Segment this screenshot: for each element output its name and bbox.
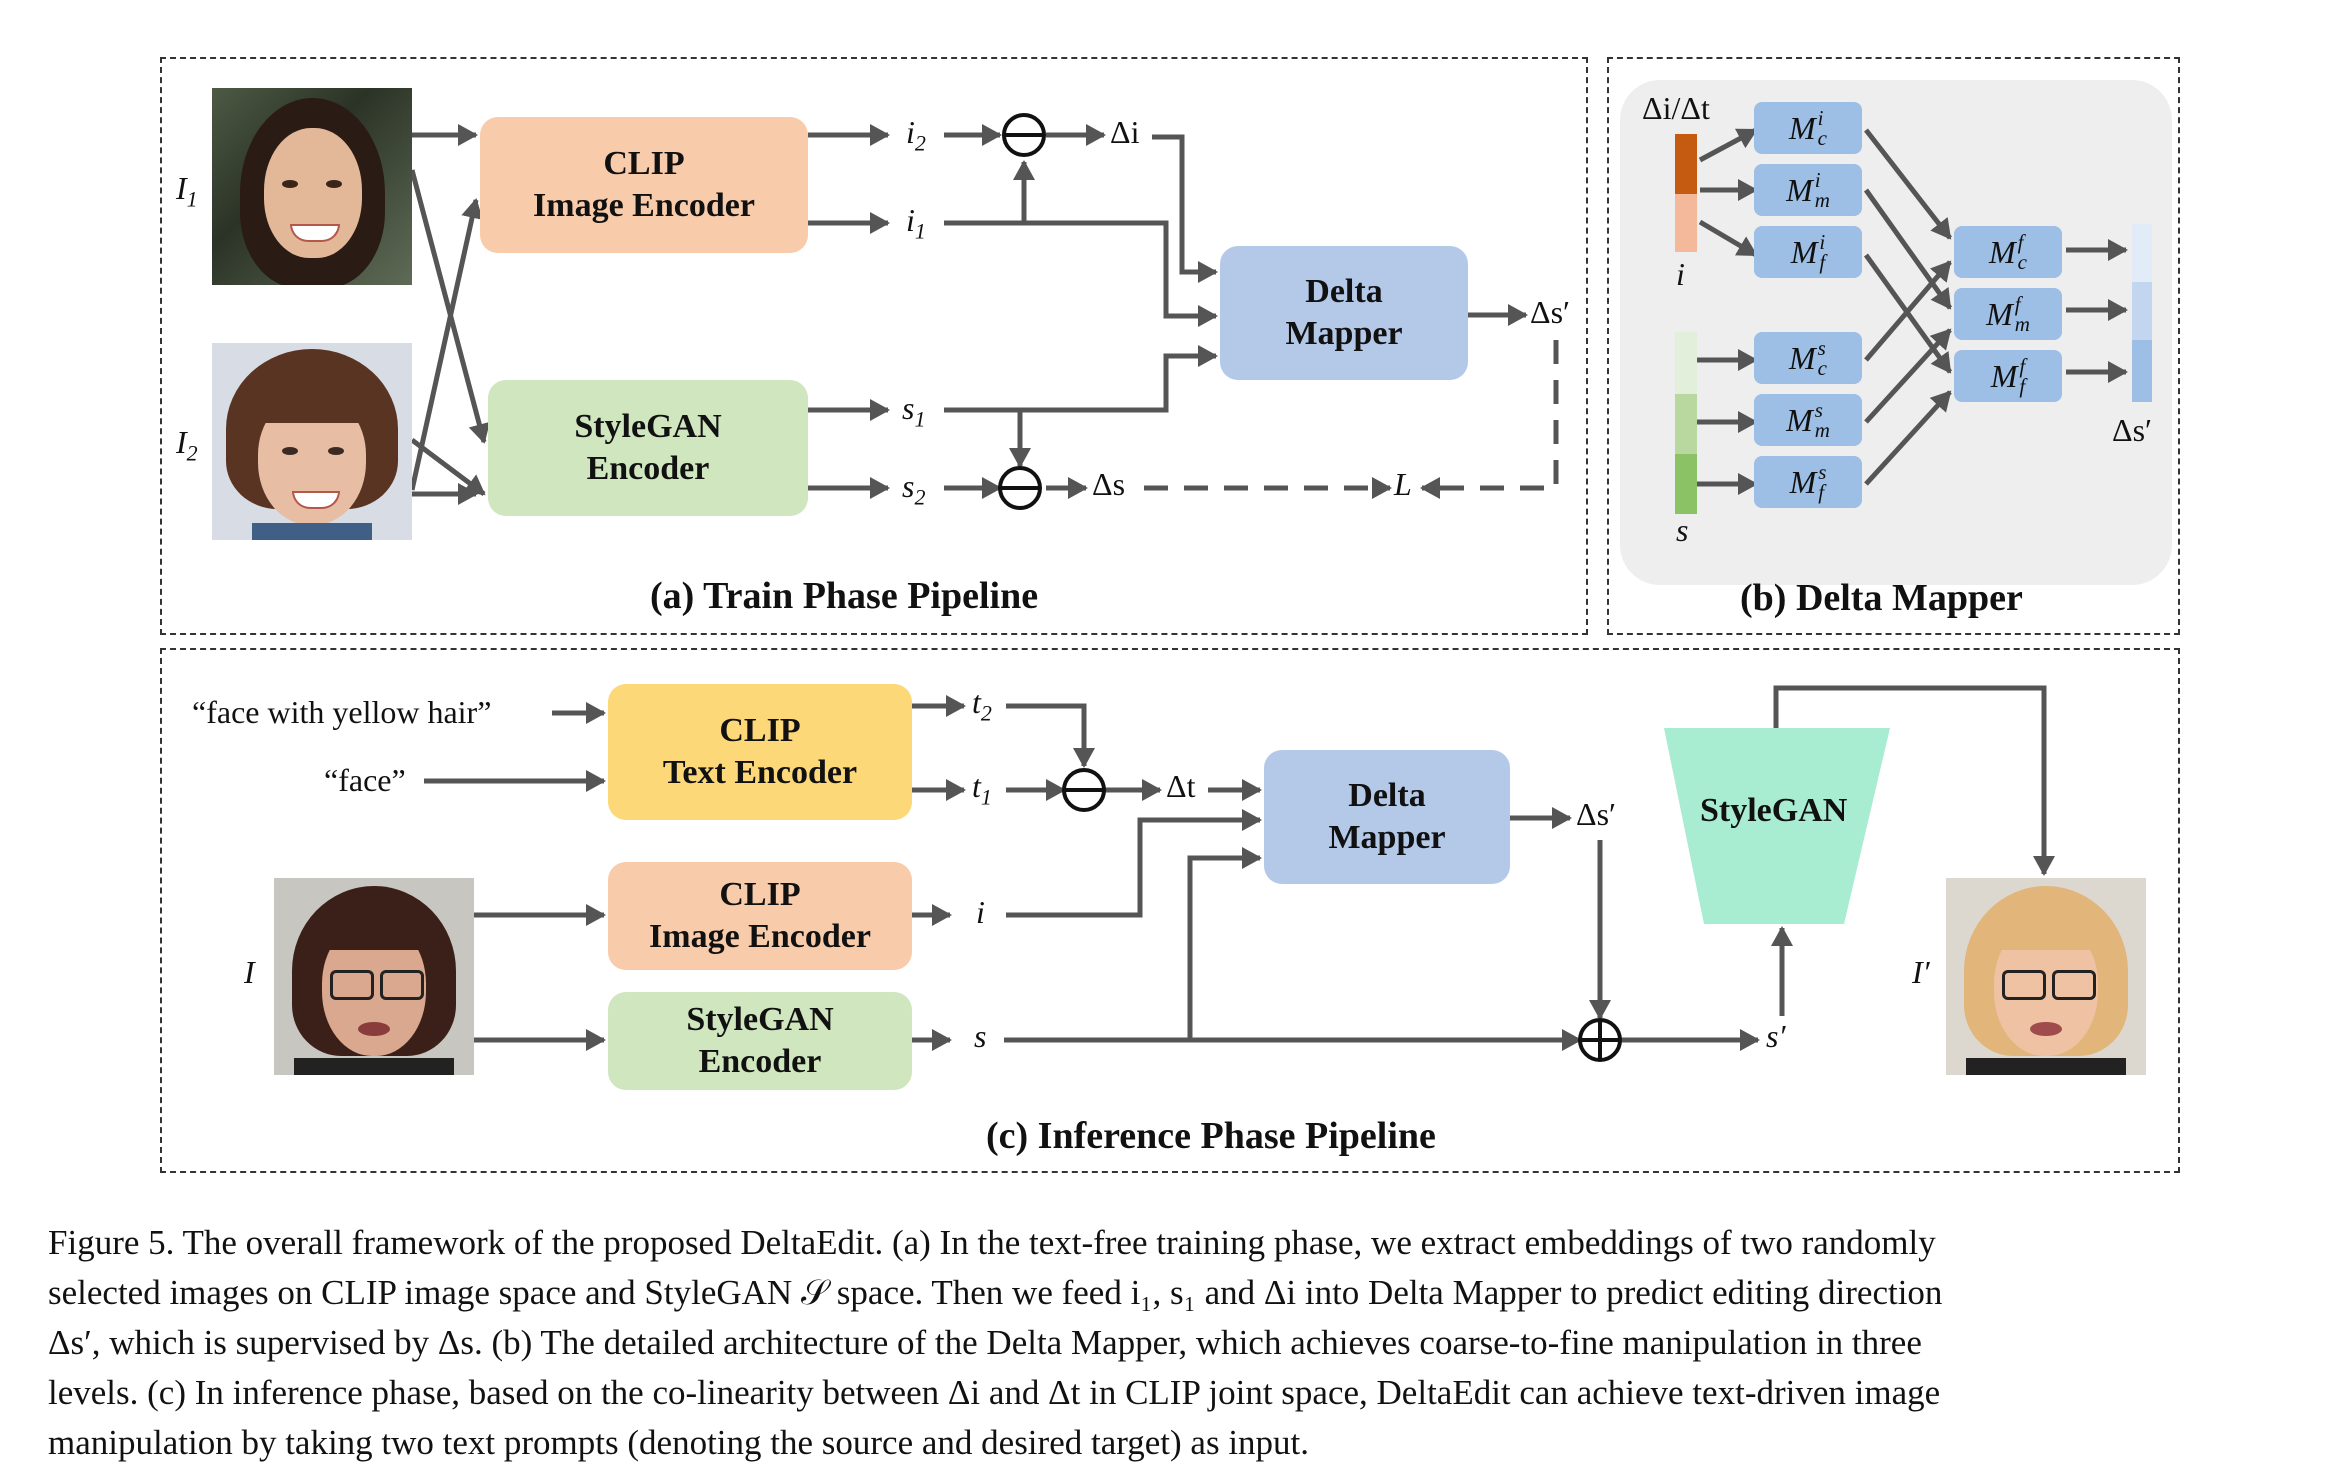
label-output-image: I′	[1912, 954, 1930, 990]
caption-line: selected images on CLIP image space and …	[48, 1273, 1943, 1312]
label-s2-code: s2	[902, 468, 926, 510]
delta-mapper-detail-bg	[1620, 80, 2172, 585]
delta-s-prime-output-bar	[2132, 224, 2152, 402]
label-s-prime: s′	[1766, 1018, 1786, 1054]
panel-a-title: (a) Train Phase Pipeline	[650, 575, 1039, 617]
prompt-target-text: “face with yellow hair”	[192, 694, 492, 730]
figure-caption: Figure 5. The overall framework of the p…	[48, 1218, 2298, 1468]
label-i1-embedding: i1	[906, 202, 926, 244]
face-image-input	[274, 878, 474, 1075]
face-image-i2	[212, 343, 412, 540]
stylegan-encoder-train: StyleGAN Encoder	[488, 380, 808, 516]
stylegan-generator-label: StyleGAN	[1700, 792, 1848, 829]
label-delta-s-prime-inference: Δs′	[1576, 796, 1617, 832]
prompt-source-text: “face”	[324, 762, 406, 798]
label-delta-s-prime-train: Δs′	[1530, 294, 1571, 330]
delta-mapper-inference: Delta Mapper	[1264, 750, 1510, 884]
label-i2: I2	[176, 424, 198, 466]
panel-c-title: (c) Inference Phase Pipeline	[986, 1115, 1436, 1157]
clip-image-encoder-inference: CLIP Image Encoder	[608, 862, 912, 970]
label-input-image: I	[244, 954, 255, 990]
stylegan-encoder-inference: StyleGAN Encoder	[608, 992, 912, 1090]
caption-line: levels. (c) In inference phase, based on…	[48, 1373, 1941, 1412]
caption-line: Δs′, which is supervised by Δs. (b) The …	[48, 1323, 1922, 1362]
label-s-input: s	[1676, 512, 1689, 548]
panel-b-border	[1607, 57, 2180, 635]
clip-text-encoder: CLIP Text Encoder	[608, 684, 912, 820]
label-delta-s: Δs	[1092, 466, 1126, 502]
face-image-i1	[212, 88, 412, 285]
panel-b-title: (b) Delta Mapper	[1740, 577, 2023, 619]
delta-mapper-train: Delta Mapper	[1220, 246, 1468, 380]
label-delta-i-over-delta-t: Δi/Δt	[1642, 90, 1710, 126]
label-delta-i: Δi	[1110, 114, 1140, 150]
label-s-code: s	[974, 1018, 987, 1054]
label-i2-embedding: i2	[906, 114, 926, 156]
delta-i-vector-bar	[1675, 134, 1697, 252]
caption-line: manipulation by taking two text prompts …	[48, 1423, 1310, 1462]
s-vector-bar	[1675, 332, 1697, 514]
caption-line: Figure 5. The overall framework of the p…	[48, 1223, 1936, 1262]
face-image-output	[1946, 878, 2146, 1075]
label-i-embedding: i	[976, 894, 985, 930]
label-delta-t: Δt	[1166, 768, 1196, 804]
label-s1-code: s1	[902, 390, 926, 432]
label-t2: t2	[972, 684, 992, 726]
label-t1: t1	[972, 768, 992, 810]
stylegan-generator-shape	[1664, 728, 1890, 924]
label-loss: L	[1394, 466, 1412, 502]
label-i-input: i	[1676, 256, 1685, 292]
panel-c-border	[160, 648, 2180, 1173]
label-delta-s-prime-output: Δs′	[2112, 412, 2153, 448]
panel-a-border	[160, 57, 1588, 635]
label-i1: I1	[176, 170, 198, 212]
clip-image-encoder-train: CLIP Image Encoder	[480, 117, 808, 253]
